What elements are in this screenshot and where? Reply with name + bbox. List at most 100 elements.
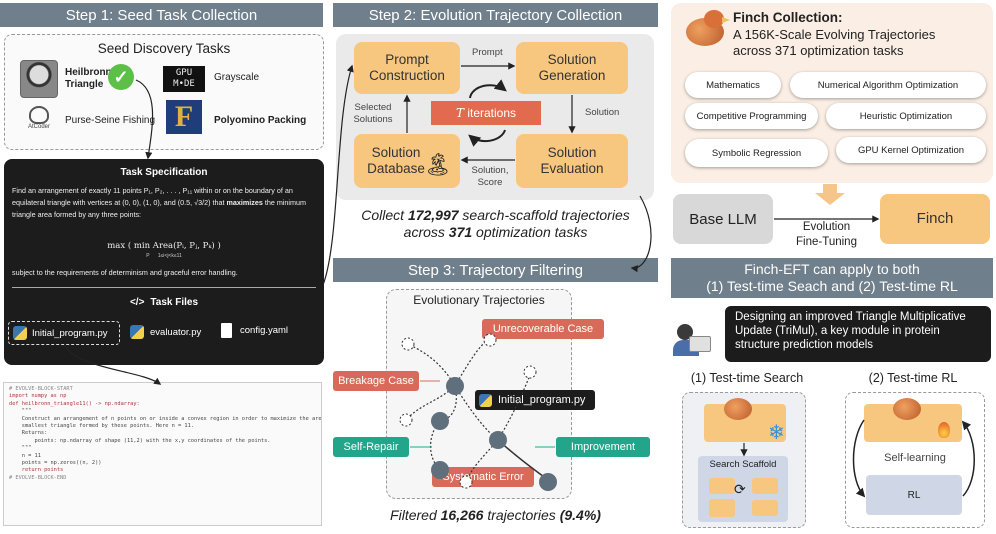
traj-empty-node: [483, 333, 497, 347]
finetuning-label: Fine-Tuning: [796, 236, 857, 248]
caption-f: optimization tasks: [472, 224, 588, 240]
python-icon: [479, 393, 492, 407]
file-config[interactable]: config.yaml: [221, 323, 288, 338]
atcoder-label: AtCoder: [27, 124, 50, 130]
rl-box: RL: [866, 475, 962, 515]
search-title: (1) Test-time Search: [690, 371, 804, 385]
cycle-arrows: [468, 129, 506, 147]
spec-line3: triangle area formed by any three points…: [12, 210, 142, 219]
code-line: # EVOLVE-BLOCK-START: [9, 386, 73, 392]
code-icon: </>: [129, 297, 145, 308]
traj-empty-node: [401, 337, 415, 351]
traj-empty-node: [523, 365, 537, 379]
code-line: n = 11: [9, 452, 41, 459]
pill-heuristic: Heuristic Optimization: [826, 103, 986, 129]
task-files-title: </>Task Files: [4, 297, 324, 308]
traj-node: [431, 412, 449, 430]
gpu-logo-bottom: M•DE: [173, 79, 195, 89]
caption-a: Filtered: [390, 507, 441, 523]
bird-beak: [722, 17, 730, 23]
solution-database-box: Solution Database: [354, 134, 460, 188]
code-line: import numpy as np: [9, 393, 67, 400]
code-line: """: [9, 445, 32, 452]
speech-bubble: Designing an improved Triangle Multiplic…: [725, 306, 991, 362]
spec-line2a: equilateral triangle with vertices at (0…: [12, 198, 227, 207]
eft-header: Finch-EFT can apply to both (1) Test-tim…: [671, 258, 993, 298]
code-line: def heilbronn_triangle11() -> np.ndarray…: [9, 400, 140, 407]
finch-box: Finch: [880, 194, 990, 244]
traj-empty-node: [459, 475, 473, 489]
eft-header-line2: (1) Test-time Seach and (2) Test-time RL: [706, 278, 958, 294]
iterations-banner: T iterations: [431, 101, 541, 125]
code-line: Construct an arrangement of n points on …: [9, 415, 322, 422]
file-name: config.yaml: [240, 325, 289, 336]
spec-line4: subject to the requirements of determini…: [12, 268, 238, 277]
cycle-arrows: [469, 79, 507, 99]
task-spec-panel: [4, 159, 324, 365]
fire-icon: [938, 422, 950, 438]
task-heilbronn: Heilbronn Triangle: [65, 67, 112, 90]
traj-solid: [497, 439, 549, 481]
finch-title: Finch Collection:: [733, 10, 843, 25]
iterations-label: iterations: [463, 106, 517, 120]
down-arrow-head: [815, 193, 845, 205]
code-line: """: [9, 408, 32, 415]
task-purse-seine: Purse-Seine Fishing: [65, 115, 156, 126]
file-evaluator[interactable]: evaluator.py: [130, 325, 201, 339]
edge-selected-label: Selected Solutions: [353, 102, 393, 125]
gpu-logo-top: GPU: [175, 68, 193, 78]
edge-solution-label: Solution: [585, 107, 620, 118]
traj-node: [446, 377, 464, 395]
scaffold-cell: [752, 500, 778, 516]
spec-divider: [12, 287, 316, 288]
code-line: points: np.ndarray of shape (11,2) with …: [9, 437, 271, 444]
edge-prompt-label: Prompt: [472, 47, 503, 58]
spec-line1: Find an arrangement of exactly 11 points…: [12, 186, 293, 195]
code-line: return points: [9, 467, 64, 474]
pill-gpu-kernel: GPU Kernel Optimization: [836, 137, 986, 163]
caption-c: search-scaffold trajectories: [458, 207, 630, 223]
scaffold-cell: [709, 499, 735, 517]
scaffold-cell: [709, 478, 735, 494]
pill-numerical: Numerical Algorithm Optimization: [790, 72, 986, 98]
cycle-icon: ⟳: [734, 481, 746, 497]
spec-line2c: the minimum: [262, 198, 306, 207]
traj-dotted: [497, 374, 531, 441]
atcoder-icon: [29, 106, 49, 124]
traj-dotted: [454, 339, 489, 387]
arrow-seed-to-spec: [135, 79, 154, 160]
step3-header: Step 3: Trajectory Filtering: [333, 258, 658, 282]
code-line: smallest triangle formed by these points…: [9, 423, 194, 430]
iterations-t: T: [455, 106, 464, 120]
spec-formula: max ( min Area(Pᵢ, Pⱼ, Pₖ) ): [107, 241, 221, 251]
scaffold-cell: [752, 478, 778, 494]
palm-island-icon: 🏝: [424, 152, 452, 177]
file-initial-program[interactable]: Initial_program.py: [8, 321, 120, 345]
code-line: Returns:: [9, 430, 48, 437]
finch-subtitle1: A 156K-Scale Evolving Trajectories: [733, 27, 936, 42]
task-polyomino: Polyomino Packing: [214, 115, 307, 126]
file-name: evaluator.py: [150, 326, 202, 338]
initial-program-label: Initial_program.py: [498, 394, 586, 406]
self-learning-label: Self-learning: [884, 452, 946, 464]
search-scaffold-label: Search Scaffold: [709, 459, 777, 470]
bird-head: [704, 10, 724, 28]
pill-mathematics: Mathematics: [685, 72, 781, 98]
solution-database-label: Solution Database: [367, 145, 425, 176]
caption-d: (9.4%): [559, 507, 601, 523]
spec-formula-sub: P 1≤i<j<k≤11: [146, 253, 182, 259]
traj-node: [539, 473, 557, 491]
traj-dotted: [409, 344, 456, 387]
base-llm-box: Base LLM: [673, 194, 773, 244]
tag-improvement: Improvement: [556, 437, 650, 457]
finch-bird-icon: [680, 8, 730, 54]
code-line: points = np.zeros((n, 2)): [9, 460, 102, 467]
task-spec-text: Find an arrangement of exactly 11 points…: [12, 185, 320, 221]
developer-avatar: [673, 318, 713, 358]
file-name: Initial_program.py: [32, 327, 108, 339]
python-icon: [130, 325, 144, 339]
tag-unrecoverable: Unrecoverable Case: [482, 319, 604, 339]
caption-e: 371: [448, 224, 473, 240]
eft-header-line1: Finch-EFT can apply to both: [744, 261, 920, 277]
laptop-icon: [689, 336, 711, 352]
